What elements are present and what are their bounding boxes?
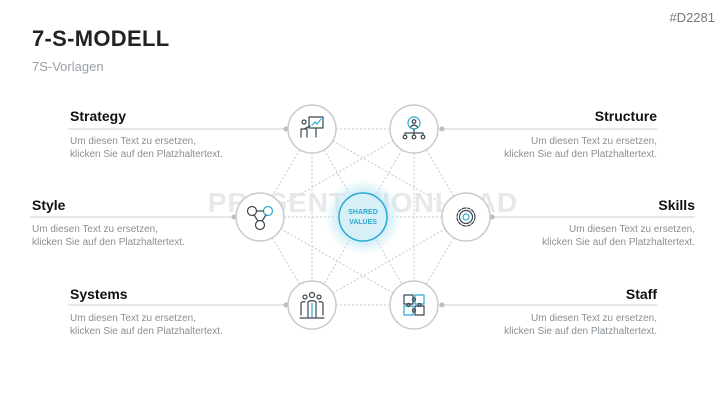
staff-desc-line2: klicken Sie auf den Platzhaltertext.: [504, 326, 657, 337]
systems-title: Systems: [70, 286, 128, 302]
style-node[interactable]: [235, 192, 285, 242]
structure-description[interactable]: Um diesen Text zu ersetzen, klicken Sie …: [504, 135, 657, 161]
puzzle-icon: [403, 294, 425, 316]
shared-values-line1: SHARED: [348, 209, 378, 216]
skills-desc-line1: Um diesen Text zu ersetzen,: [569, 224, 695, 235]
structure-title: Structure: [594, 108, 657, 124]
systems-desc-line2: klicken Sie auf den Platzhaltertext.: [70, 326, 223, 337]
page-title: 7-S-MODELL: [32, 26, 170, 51]
structure-desc-line2: klicken Sie auf den Platzhaltertext.: [504, 149, 657, 160]
presentation-icon: [300, 116, 324, 138]
style-desc-line2: klicken Sie auf den Platzhaltertext.: [32, 237, 185, 248]
skills-desc-line2: klicken Sie auf den Platzhaltertext.: [542, 237, 695, 248]
structure-desc-line1: Um diesen Text zu ersetzen,: [531, 136, 657, 147]
shared-values-line2: VALUES: [349, 219, 377, 226]
shared-values-node[interactable]: [338, 192, 388, 242]
staff-description[interactable]: Um diesen Text zu ersetzen, klicken Sie …: [504, 312, 657, 338]
strategy-desc-line1: Um diesen Text zu ersetzen,: [70, 136, 196, 147]
staff-desc-line1: Um diesen Text zu ersetzen,: [531, 313, 657, 324]
strategy-title: Strategy: [70, 108, 127, 124]
style-title: Style: [32, 197, 66, 213]
style-description[interactable]: Um diesen Text zu ersetzen, klicken Sie …: [32, 223, 185, 249]
org-chart-icon: [402, 116, 426, 140]
strategy-desc-line2: klicken Sie auf den Platzhaltertext.: [70, 149, 223, 160]
gear-icon: [456, 207, 476, 227]
slide-code: #D2281: [669, 10, 715, 25]
team-icon: [299, 291, 325, 319]
staff-title: Staff: [625, 286, 657, 302]
skills-title: Skills: [658, 197, 695, 213]
skills-node[interactable]: [441, 192, 491, 242]
strategy-description[interactable]: Um diesen Text zu ersetzen, klicken Sie …: [70, 135, 223, 161]
strategy-node[interactable]: [287, 104, 337, 154]
people-network-icon: [246, 205, 274, 231]
skills-description[interactable]: Um diesen Text zu ersetzen, klicken Sie …: [542, 223, 695, 249]
systems-description[interactable]: Um diesen Text zu ersetzen, klicken Sie …: [70, 312, 223, 338]
systems-desc-line1: Um diesen Text zu ersetzen,: [70, 313, 196, 324]
style-desc-line1: Um diesen Text zu ersetzen,: [32, 224, 158, 235]
staff-node[interactable]: [389, 280, 439, 330]
page-subtitle: 7S-Vorlagen: [32, 59, 104, 74]
